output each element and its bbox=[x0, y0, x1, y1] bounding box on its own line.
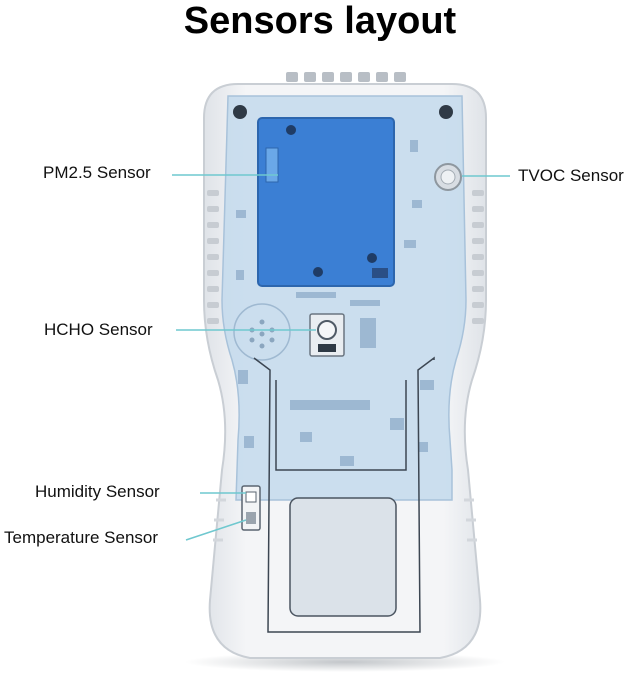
pm25-sensor-module bbox=[257, 117, 395, 287]
label-tvoc-sensor: TVOC Sensor bbox=[518, 166, 624, 185]
leader-line-temperature bbox=[185, 519, 247, 541]
pm25-screw-2 bbox=[367, 253, 377, 263]
humidity-sensor-element bbox=[245, 491, 257, 503]
diagram-title: Sensors layout bbox=[183, 0, 457, 42]
pm25-screw-1 bbox=[286, 125, 296, 135]
pm25-screw-3 bbox=[313, 267, 323, 277]
right-vents bbox=[472, 190, 484, 324]
label-humidity-sensor: Humidity Sensor bbox=[35, 482, 160, 501]
stand-inner-frame bbox=[275, 380, 407, 471]
battery-cover bbox=[289, 497, 397, 617]
label-temperature-sensor: Temperature Sensor bbox=[4, 528, 159, 547]
stand-outline bbox=[253, 356, 435, 633]
screw-top-right bbox=[439, 105, 453, 119]
label-pm25-sensor: PM2.5 Sensor bbox=[43, 163, 151, 182]
board-components bbox=[236, 140, 434, 466]
hcho-sensor bbox=[317, 320, 337, 340]
buzzer-grille bbox=[233, 303, 291, 361]
label-hcho-sensor: HCHO Sensor bbox=[44, 320, 153, 339]
buzzer-holes bbox=[249, 319, 275, 349]
tvoc-sensor-core bbox=[440, 169, 456, 185]
pm25-connector bbox=[372, 268, 388, 278]
pm25-sensor-window bbox=[265, 147, 279, 183]
leader-lines bbox=[172, 174, 510, 541]
left-vents bbox=[207, 190, 219, 324]
screw-top-left bbox=[233, 105, 247, 119]
top-vents bbox=[286, 72, 406, 82]
temperature-sensor-element bbox=[246, 512, 256, 524]
hcho-sensor-chip bbox=[318, 344, 336, 352]
lower-grooves bbox=[213, 498, 477, 542]
